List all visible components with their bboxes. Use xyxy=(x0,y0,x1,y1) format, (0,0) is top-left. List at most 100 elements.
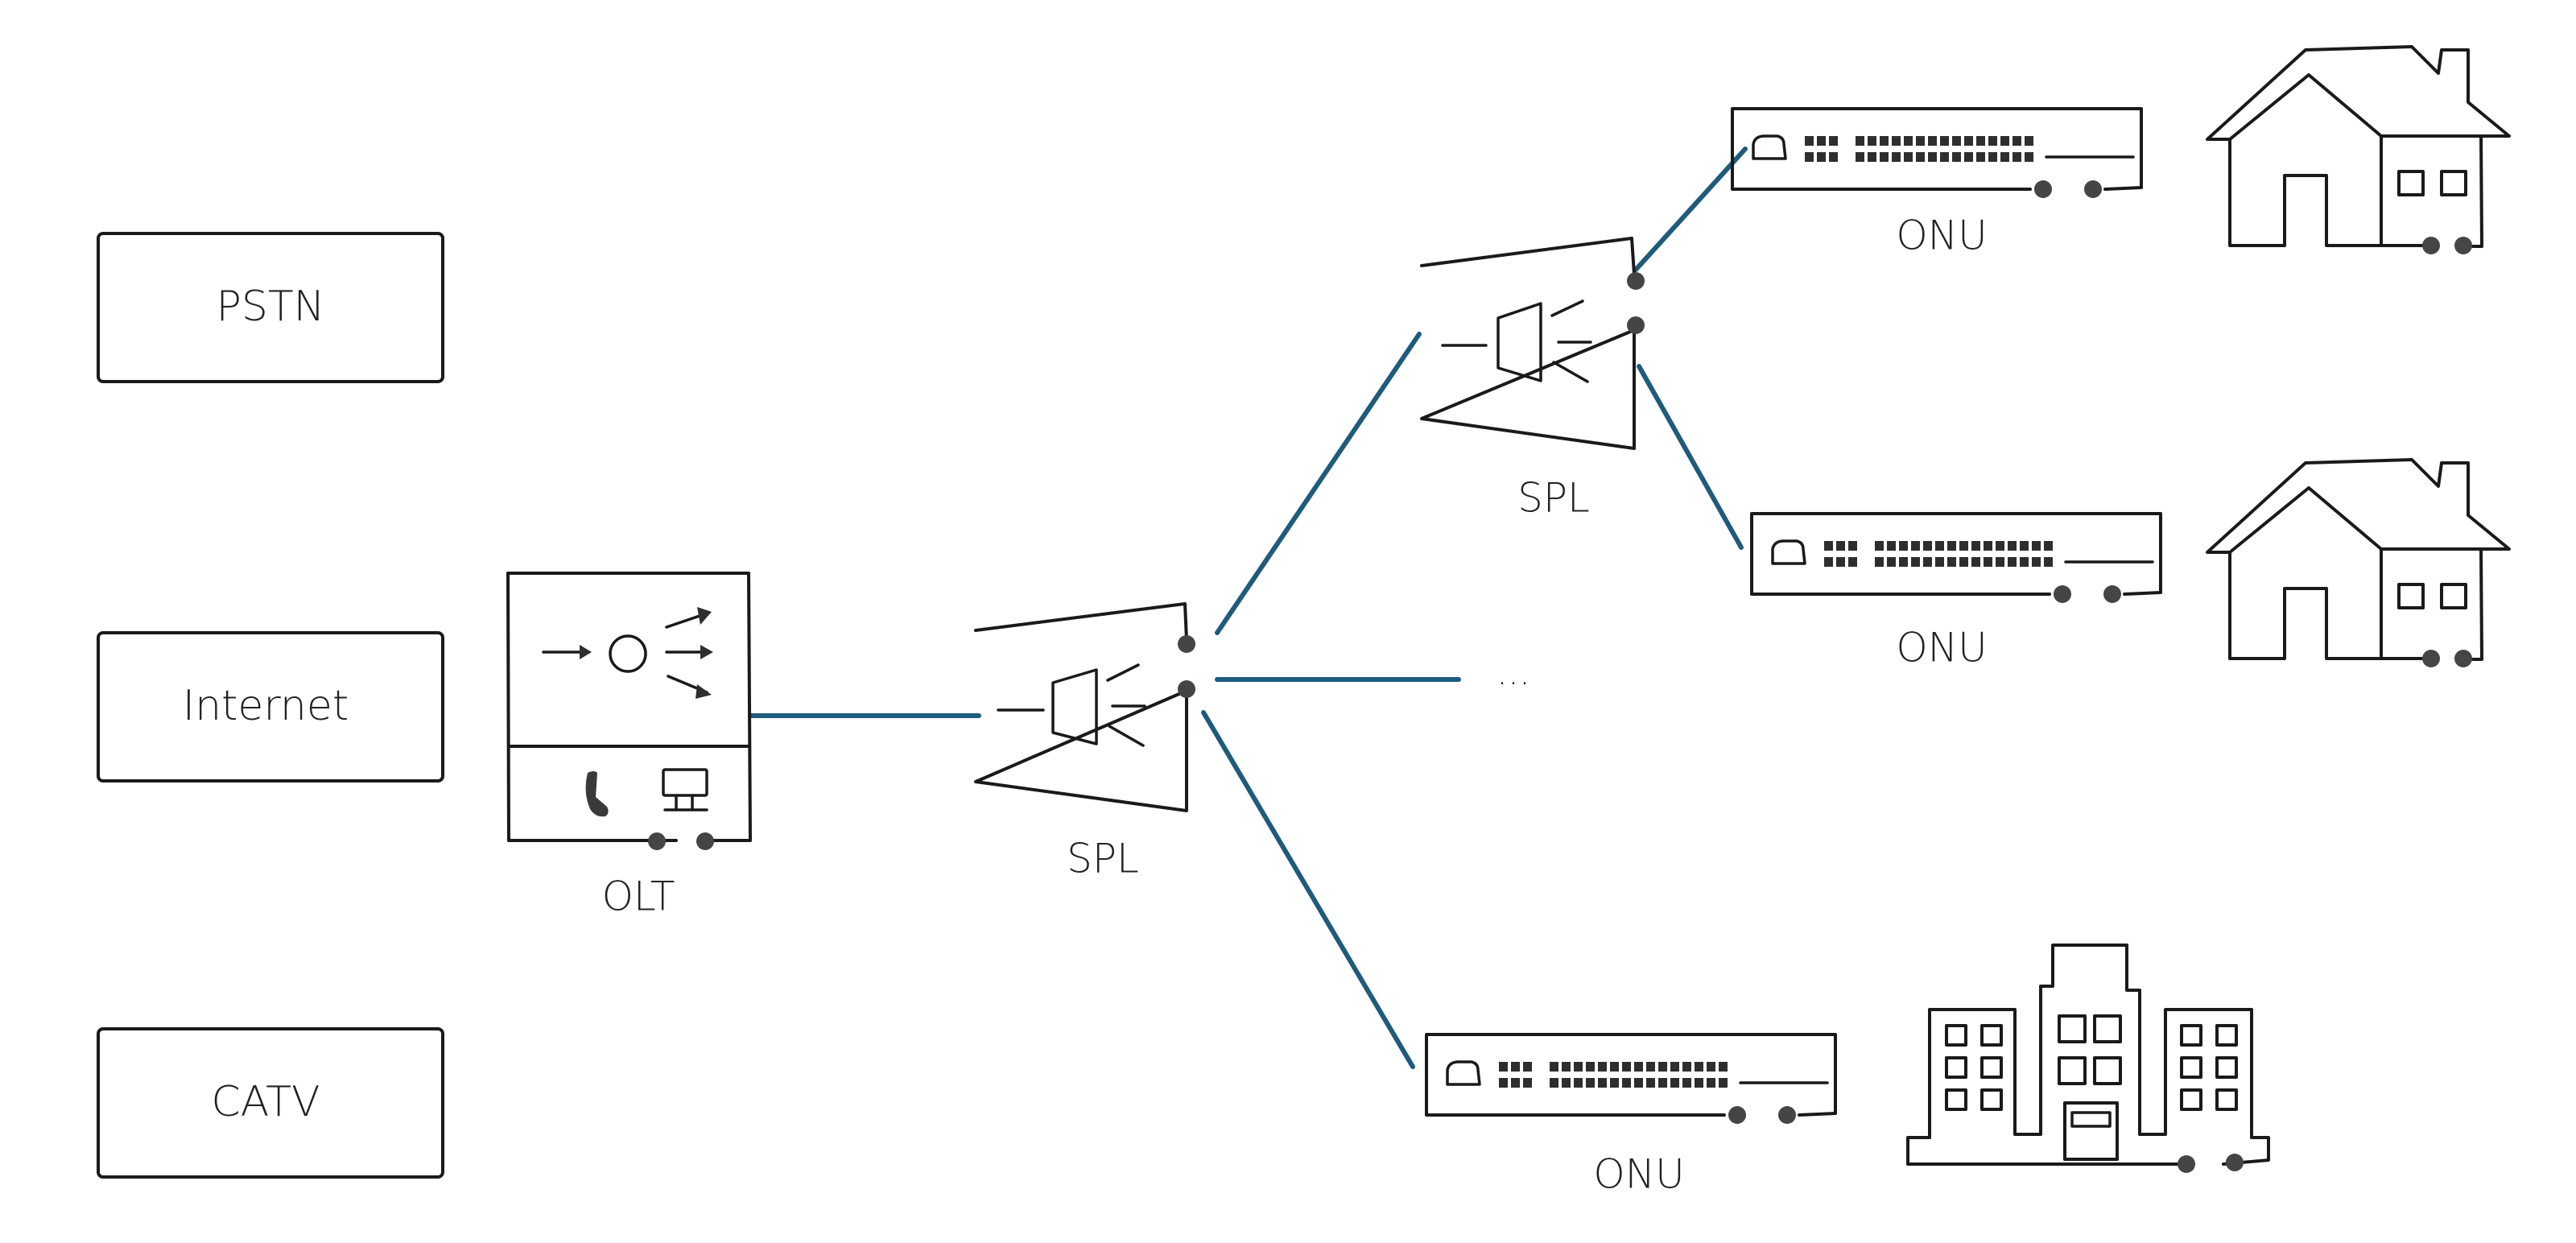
service-box-catv[interactable]: CATV xyxy=(97,1027,444,1179)
office-building-icon[interactable] xyxy=(1906,944,2270,1173)
onu-port xyxy=(1719,1062,1728,1072)
onu-port xyxy=(1848,557,1857,567)
onu-port xyxy=(1610,1078,1619,1088)
onu-port xyxy=(1695,1062,1703,1072)
splitter-main-port-2 xyxy=(1178,680,1195,698)
onu-port xyxy=(1976,152,1985,162)
onu-port xyxy=(1984,541,1992,551)
onu-port xyxy=(1523,1078,1532,1088)
fiber-spl2-to-onu1[interactable] xyxy=(1633,147,1748,272)
onu-port xyxy=(1916,152,1925,162)
onu-chassis xyxy=(1750,512,2162,596)
computer-icon xyxy=(662,768,708,811)
onu-port xyxy=(1836,541,1845,551)
onu-port xyxy=(1880,152,1889,162)
onu-connector xyxy=(2054,585,2071,603)
splitter-main[interactable]: SPL xyxy=(974,602,1195,882)
onu-port xyxy=(1658,1062,1667,1072)
onu-device[interactable] xyxy=(1750,512,2162,603)
onu-port xyxy=(2008,557,2017,567)
splitter-secondary[interactable]: SPL xyxy=(1420,237,1645,522)
olt-device[interactable]: OLT xyxy=(506,572,752,920)
onu-port xyxy=(1707,1078,1715,1088)
onu-port xyxy=(1964,136,1973,146)
onu-port xyxy=(1682,1062,1691,1072)
onu-port xyxy=(1511,1062,1520,1072)
onu-port xyxy=(1964,152,1973,162)
onu-connector-icon xyxy=(1752,134,1787,160)
onu-port xyxy=(1719,1078,1728,1088)
onu-port xyxy=(1550,1078,1558,1088)
house-icon[interactable] xyxy=(2206,45,2511,254)
onu-port xyxy=(1899,557,1908,567)
onu-label: ONU xyxy=(1593,1151,1684,1198)
onu-connector-icon xyxy=(1771,539,1806,565)
onu-port xyxy=(1976,136,1985,146)
onu-port xyxy=(1899,541,1908,551)
onu-port xyxy=(2044,541,2053,551)
onu-connector xyxy=(2084,180,2102,198)
onu-port xyxy=(1523,1062,1532,1072)
onu-connector xyxy=(2103,585,2121,603)
service-box-pstn[interactable]: PSTN xyxy=(97,232,444,383)
onu-port xyxy=(1829,136,1838,146)
onu-device[interactable] xyxy=(1425,1033,1837,1124)
onu-port xyxy=(1875,541,1884,551)
onu-device[interactable] xyxy=(1731,107,2143,198)
service-box-internet[interactable]: Internet xyxy=(97,631,444,783)
onu-port xyxy=(1952,152,1961,162)
onu-port xyxy=(2025,152,2033,162)
onu-port xyxy=(1848,541,1857,551)
onu-port xyxy=(2020,557,2029,567)
onu-port xyxy=(1868,136,1876,146)
onu-port xyxy=(1670,1062,1679,1072)
onu-port xyxy=(1904,152,1913,162)
olt-connector-2 xyxy=(696,832,714,850)
onu-port xyxy=(1940,152,1949,162)
onu-port xyxy=(2044,557,2053,567)
onu-port xyxy=(1622,1062,1631,1072)
onu-port xyxy=(1935,557,1944,567)
splitter-icon xyxy=(997,663,1146,747)
house-icon[interactable] xyxy=(2206,458,2511,667)
service-label-pstn: PSTN xyxy=(216,283,324,331)
fiber-spl2-to-onu2[interactable] xyxy=(1637,364,1744,550)
onu-port xyxy=(1928,136,1937,146)
onu-port xyxy=(1996,541,2004,551)
onu-port xyxy=(2032,557,2041,567)
onu-port xyxy=(1923,557,1932,567)
onu-port xyxy=(1959,557,1968,567)
onu-port xyxy=(1499,1078,1508,1088)
onu-port xyxy=(1928,152,1937,162)
onu-port xyxy=(1805,152,1814,162)
onu-port xyxy=(1634,1078,1643,1088)
onu-port xyxy=(1856,152,1864,162)
onu-connector-icon xyxy=(1446,1060,1481,1086)
onu-label: ONU xyxy=(1896,625,1987,671)
onu-port xyxy=(2013,136,2021,146)
onu-port xyxy=(1574,1078,1583,1088)
onu-port xyxy=(1856,136,1864,146)
onu-port xyxy=(1598,1062,1607,1072)
onu-port xyxy=(1824,557,1833,567)
onu-port xyxy=(2013,152,2021,162)
onu-port xyxy=(1622,1078,1631,1088)
onu-port xyxy=(1805,136,1814,146)
onu-port xyxy=(1911,541,1920,551)
fiber-spl-to-spl2[interactable] xyxy=(1215,332,1422,635)
onu-port xyxy=(1952,136,1961,146)
onu-chassis xyxy=(1425,1033,1837,1117)
onu-port xyxy=(1875,557,1884,567)
onu-port xyxy=(1923,541,1932,551)
splitter-icon xyxy=(1441,299,1592,383)
onu-port xyxy=(1586,1062,1595,1072)
fiber-spl-to-onu3[interactable] xyxy=(1201,710,1415,1069)
onu-port xyxy=(1817,152,1826,162)
onu-port xyxy=(2032,541,2041,551)
onu-port xyxy=(1670,1078,1679,1088)
onu-port xyxy=(1940,136,1949,146)
onu-port xyxy=(1682,1078,1691,1088)
onu-port xyxy=(1904,136,1913,146)
onu-port xyxy=(1610,1062,1619,1072)
